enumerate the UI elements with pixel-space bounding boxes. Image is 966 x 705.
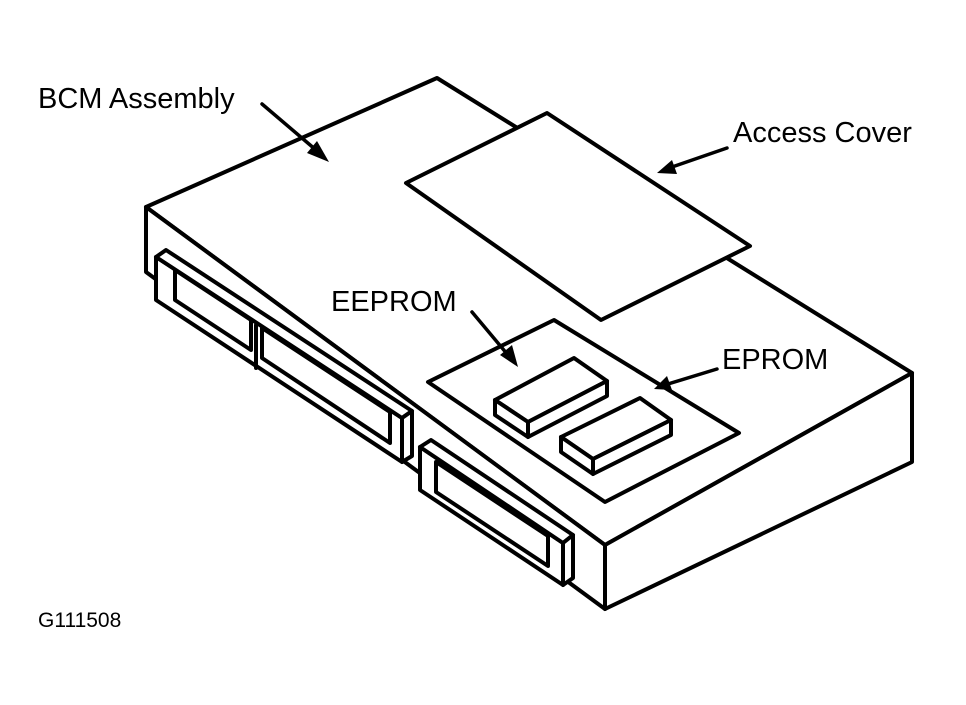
- figure-id-label: G111508: [38, 609, 122, 632]
- access-opening: [426, 318, 741, 504]
- bcm-arrowhead: [307, 141, 329, 162]
- eprom-arrowhead: [654, 376, 672, 390]
- eeprom-label: EEPROM: [331, 286, 457, 318]
- leader-lines: [260, 102, 729, 390]
- access-cover-leader: [670, 146, 729, 169]
- eprom-label: EPROM: [722, 344, 829, 376]
- access-cover-plate: [404, 111, 752, 322]
- left-connector: [154, 248, 414, 464]
- eeprom-arrowhead: [500, 345, 518, 367]
- eprom-leader: [666, 367, 719, 386]
- eeprom-chip: [493, 356, 609, 439]
- access-cover-label: Access Cover: [733, 117, 912, 149]
- eeprom-leader: [470, 310, 510, 357]
- bcm-assembly-label: BCM Assembly: [38, 83, 235, 115]
- housing-right-face: [603, 371, 914, 611]
- eprom-chip: [559, 396, 673, 476]
- right-connector: [418, 438, 575, 587]
- access-cover-arrowhead: [657, 160, 677, 174]
- bcm-leader: [260, 102, 318, 152]
